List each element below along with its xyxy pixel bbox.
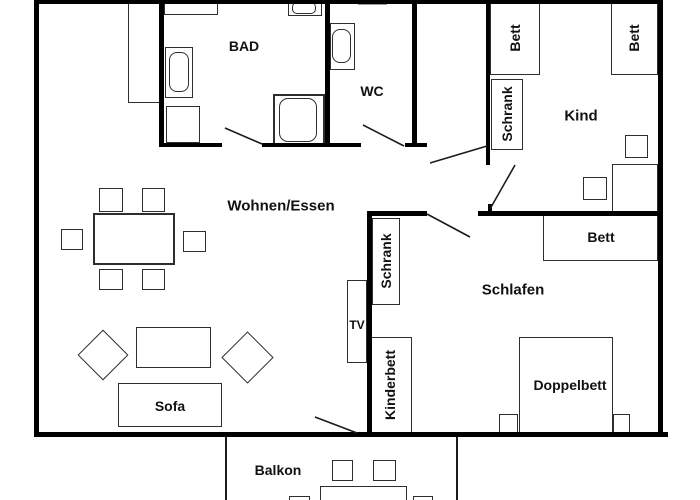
bad-washing-machine: [166, 106, 200, 143]
label-bett-kind-left: Bett: [507, 24, 523, 52]
dining-chair: [99, 269, 123, 290]
label-sofa: Sofa: [154, 398, 186, 414]
kind-chair: [583, 177, 607, 200]
balkon-chair: [413, 496, 433, 500]
room-label-kind: Kind: [564, 107, 598, 125]
label-schrank-kind: Schrank: [499, 86, 515, 142]
sofa: [118, 383, 222, 427]
door-balkon: [314, 416, 358, 434]
label-schrank-schlafen: Schrank: [378, 233, 394, 289]
door-kind: [489, 164, 516, 210]
balkon-chair: [332, 460, 353, 481]
label-doppelbett: Doppelbett: [533, 377, 607, 393]
door-schlafen: [426, 213, 471, 238]
label-tv: TV: [349, 318, 365, 332]
dining-chair: [142, 269, 165, 290]
wall-kind-west: [486, 2, 490, 165]
wall-bad-south-right: [262, 143, 330, 147]
door-bad: [224, 127, 263, 145]
balkon-chair: [373, 460, 396, 481]
wall-bad-south-left: [159, 143, 222, 147]
outer-wall-bottom: [34, 432, 668, 437]
label-kinderbett: Kinderbett: [382, 350, 398, 420]
dining-table: [93, 213, 175, 265]
wall-bad-west: [159, 2, 164, 147]
balkon-chair: [289, 496, 310, 500]
wc-sink-basin: [332, 29, 351, 63]
schlafen-wardrobe: [372, 218, 400, 305]
balkon-wall-right: [456, 437, 458, 500]
room-label-bad: BAD: [228, 38, 260, 54]
room-label-wc: WC: [360, 83, 384, 99]
dining-chair: [142, 188, 165, 212]
door-wc: [362, 124, 405, 147]
wall-schlafen-west: [367, 212, 372, 437]
room-label-schlafen: Schlafen: [481, 281, 545, 299]
wall-kind-schlafen: [478, 211, 662, 216]
child-bed: [369, 337, 412, 433]
label-bett-schlafen: Bett: [587, 229, 615, 245]
balkon-wall-left: [225, 437, 227, 500]
bad-sink-basin: [169, 52, 189, 92]
dining-chair: [99, 188, 123, 212]
dining-chair: [61, 229, 83, 250]
bad-shower-tray: [279, 98, 317, 142]
tv-board: [347, 280, 367, 363]
outer-wall-left: [34, 2, 39, 437]
wall-schlafen-north: [367, 211, 427, 216]
double-bed: [519, 337, 613, 433]
room-label-balkon: Balkon: [254, 462, 302, 478]
label-bett-kind-right: Bett: [626, 24, 642, 52]
door-corridor: [429, 145, 488, 164]
wall-bad-wc-divider: [325, 2, 330, 147]
outer-wall-top: [34, 0, 662, 4]
outer-wall-right: [658, 0, 663, 437]
wall-wc-east: [412, 2, 417, 147]
room-label-wohnen-essen: Wohnen/Essen: [227, 197, 335, 215]
kind-bed-left: [490, 2, 540, 75]
kind-wardrobe: [491, 79, 523, 150]
dining-chair: [183, 231, 206, 252]
hall-wardrobe: [128, 2, 161, 103]
kind-bed-right: [611, 2, 658, 75]
balkon-table: [320, 486, 407, 500]
kind-nightstand: [625, 135, 648, 158]
coffee-table: [136, 327, 211, 368]
wall-wc-south-left: [325, 143, 361, 147]
